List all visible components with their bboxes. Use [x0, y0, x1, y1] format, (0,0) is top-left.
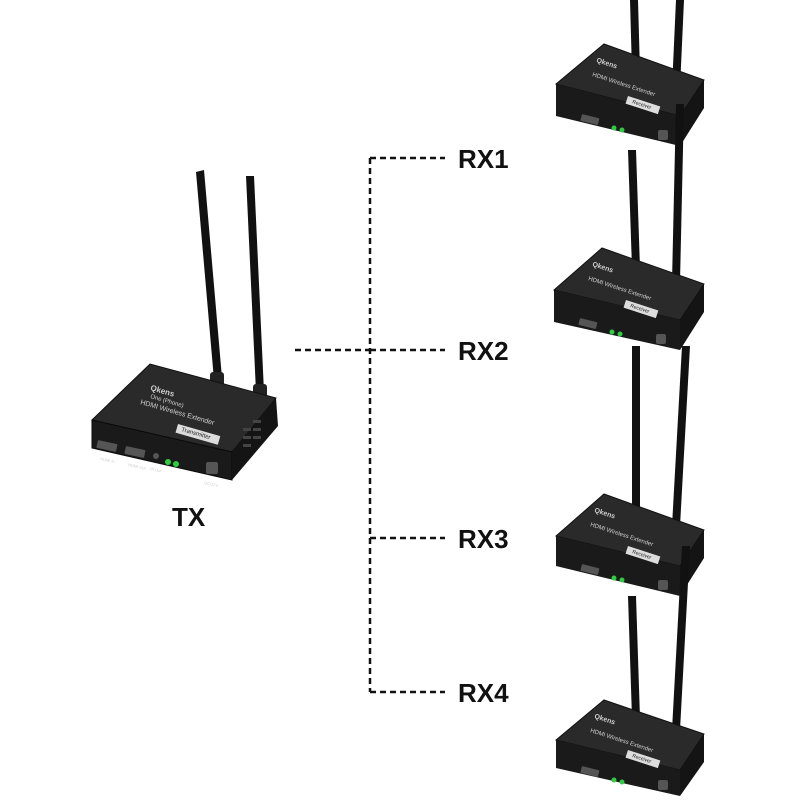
- antenna-icon: [196, 170, 222, 380]
- dc-power-port-icon: [206, 462, 218, 474]
- status-led-icon: [612, 576, 617, 581]
- port-label-ir-out: IR Out: [150, 466, 163, 473]
- dc-power-port-icon: [656, 334, 666, 344]
- status-led-icon: [612, 778, 617, 783]
- dc-power-port-icon: [658, 130, 668, 140]
- status-led-icon: [620, 780, 625, 785]
- transmitter-device: Qkens One (Phone) HDMI Wireless Extender…: [92, 170, 278, 488]
- status-led-icon: [620, 578, 625, 583]
- port-label-dc: DC/12V: [204, 480, 219, 488]
- antenna-icon: [628, 596, 640, 718]
- ir-port-icon: [153, 453, 159, 459]
- antenna-icon: [672, 346, 690, 526]
- tx-label: TX: [172, 502, 206, 532]
- status-led-icon: [618, 332, 623, 337]
- status-led-icon: [610, 330, 615, 335]
- dc-power-port-icon: [658, 580, 668, 590]
- receiver-device-rx2: Qkens HDMI Wireless Extender Receiver: [554, 104, 704, 350]
- antenna-icon: [246, 176, 264, 392]
- rx1-label: RX1: [458, 144, 509, 174]
- connector-lines: [295, 158, 445, 692]
- antenna-icon: [632, 346, 640, 512]
- dc-power-port-icon: [658, 780, 668, 790]
- rx4-label: RX4: [458, 678, 509, 708]
- port-label-hdmi-out: HDMI Out: [128, 462, 147, 471]
- rx3-label: RX3: [458, 524, 509, 554]
- status-led-icon: [173, 461, 179, 467]
- port-label-hdmi-in: HDMI In: [100, 456, 115, 464]
- antenna-icon: [628, 150, 640, 268]
- status-led-icon: [612, 126, 617, 131]
- status-led-icon: [620, 128, 625, 133]
- status-led-icon: [165, 459, 171, 465]
- rx2-label: RX2: [458, 336, 509, 366]
